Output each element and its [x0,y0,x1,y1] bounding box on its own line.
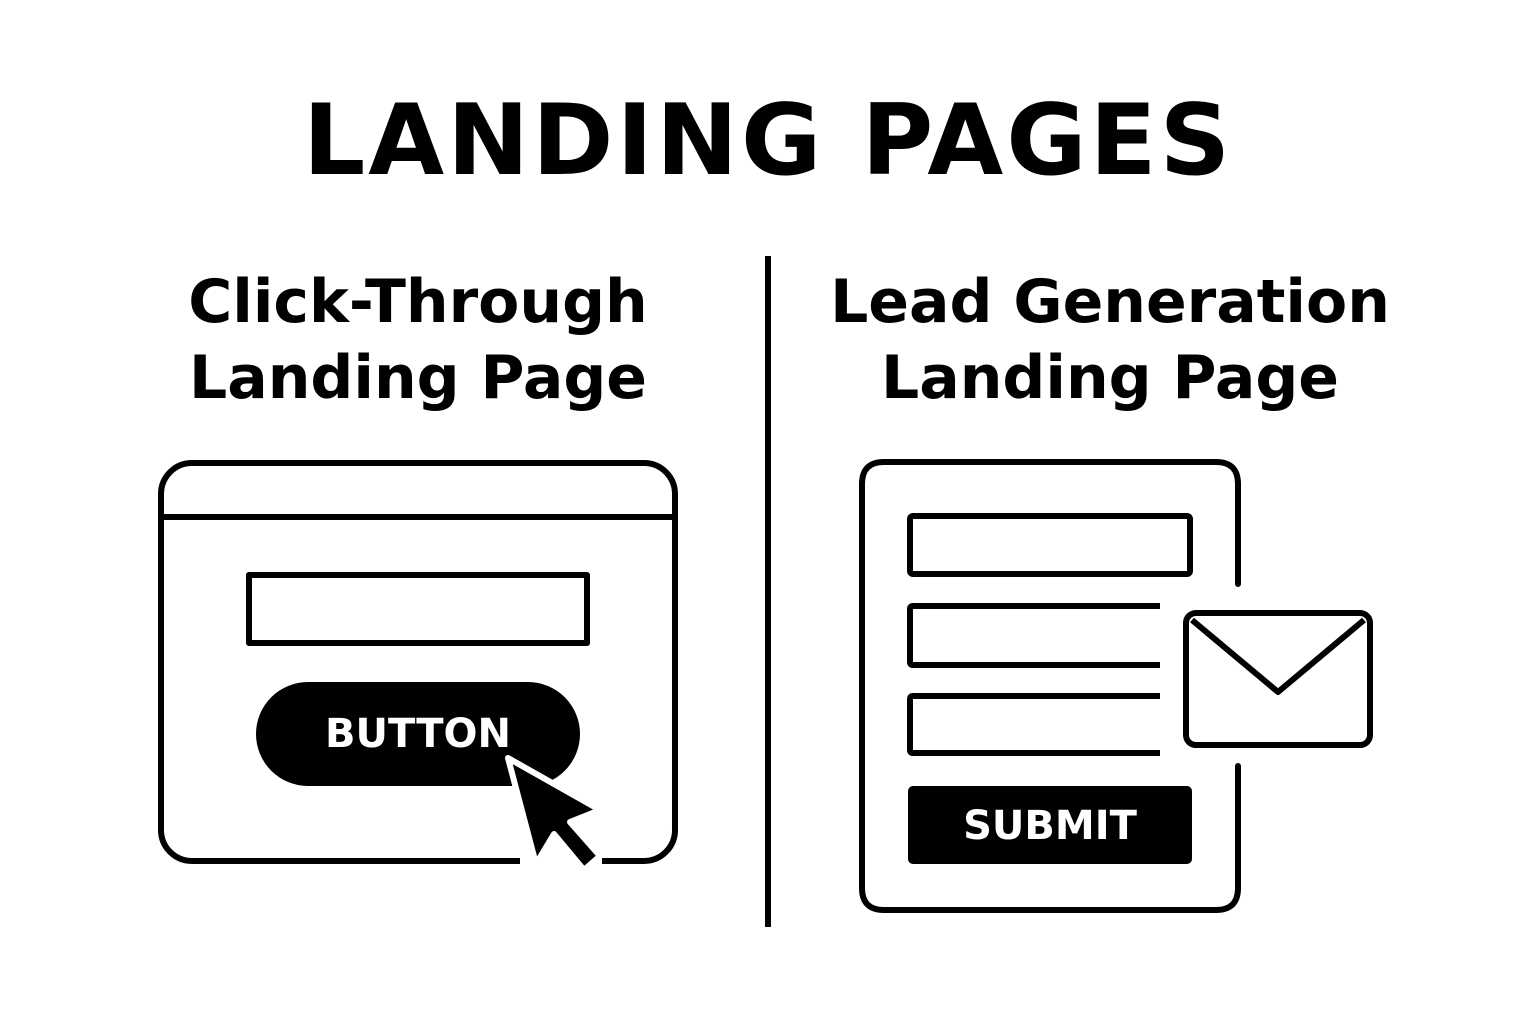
click-through-title-line1: Click-Through [188,267,648,337]
form-field-1 [907,513,1193,577]
browser-title-bar [164,514,672,520]
input-field-illustration [246,572,590,646]
form-field-3 [907,693,1160,756]
page-title: LANDING PAGES [302,84,1234,198]
submit-button-illustration: SUBMIT [908,786,1192,864]
lead-generation-title-line1: Lead Generation [830,267,1390,337]
section-divider [765,256,771,927]
form-field-2 [907,603,1160,668]
envelope-icon [1183,610,1373,748]
cursor-icon [505,755,603,873]
click-through-title-line2: Landing Page [189,343,647,413]
browser-window-icon: BUTTON [158,460,678,864]
lead-generation-title-line2: Landing Page [881,343,1339,413]
click-through-title: Click-Through Landing Page [68,264,768,416]
form-icon [859,459,1373,913]
lead-generation-title: Lead Generation Landing Page [760,264,1460,416]
